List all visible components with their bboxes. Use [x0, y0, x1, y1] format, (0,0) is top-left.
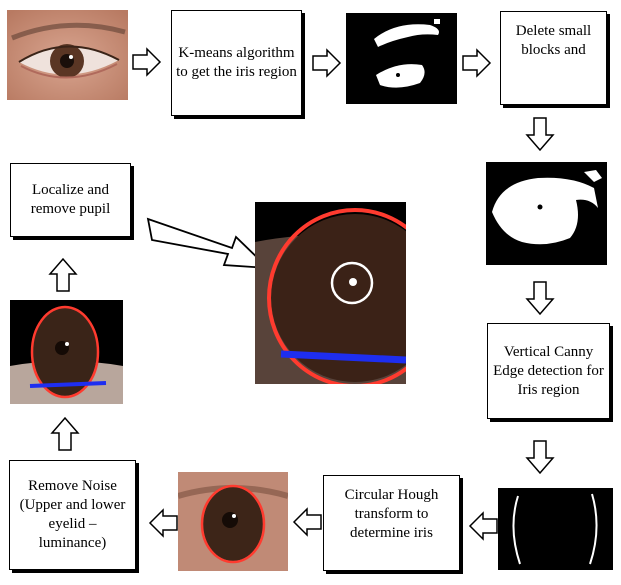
step-canny-box: Vertical Canny Edge detection for Iris r… — [487, 323, 610, 419]
final-segmentation-image — [255, 202, 406, 384]
original-eye-image — [7, 10, 128, 100]
step-delete-blocks-box: Delete small blocks and — [500, 11, 607, 105]
flow-arrow-left — [294, 509, 321, 535]
flow-arrow-up — [52, 418, 78, 450]
step-remove-noise-box: Remove Noise (Upper and lower eyelid – l… — [9, 460, 136, 570]
hough-circle-image — [178, 472, 288, 571]
flow-arrow-down — [527, 118, 553, 150]
step-hough-box: Circular Hough transform to determine ir… — [323, 475, 460, 571]
step-localize-pupil-box: Localize and remove pupil — [10, 163, 131, 237]
step-kmeans-box: K-means algorithm to get the iris region — [171, 10, 302, 116]
eyelid-removed-image — [10, 300, 123, 404]
flow-arrow-down — [527, 441, 553, 473]
canny-edge-image — [498, 488, 613, 570]
step-canny-label: Vertical Canny Edge detection for Iris r… — [492, 343, 605, 400]
step-localize-pupil-label: Localize and remove pupil — [15, 181, 126, 219]
flow-arrow-right — [313, 50, 340, 76]
step-remove-noise-label: Remove Noise (Upper and lower eyelid – l… — [14, 477, 131, 553]
flow-arrow-right — [463, 50, 490, 76]
cleaned-binary-image — [486, 162, 607, 265]
step-delete-blocks-label: Delete small blocks and — [505, 22, 602, 60]
flow-arrow-left — [470, 513, 497, 539]
flow-arrow-diagonal — [148, 219, 268, 268]
step-kmeans-label: K-means algorithm to get the iris region — [176, 44, 297, 82]
flow-arrow-up — [50, 259, 76, 291]
kmeans-binary-image — [346, 13, 457, 104]
flow-arrow-left — [150, 510, 177, 536]
step-hough-label: Circular Hough transform to determine ir… — [328, 486, 455, 543]
flow-arrow-right — [133, 49, 160, 75]
flow-arrow-down — [527, 282, 553, 314]
